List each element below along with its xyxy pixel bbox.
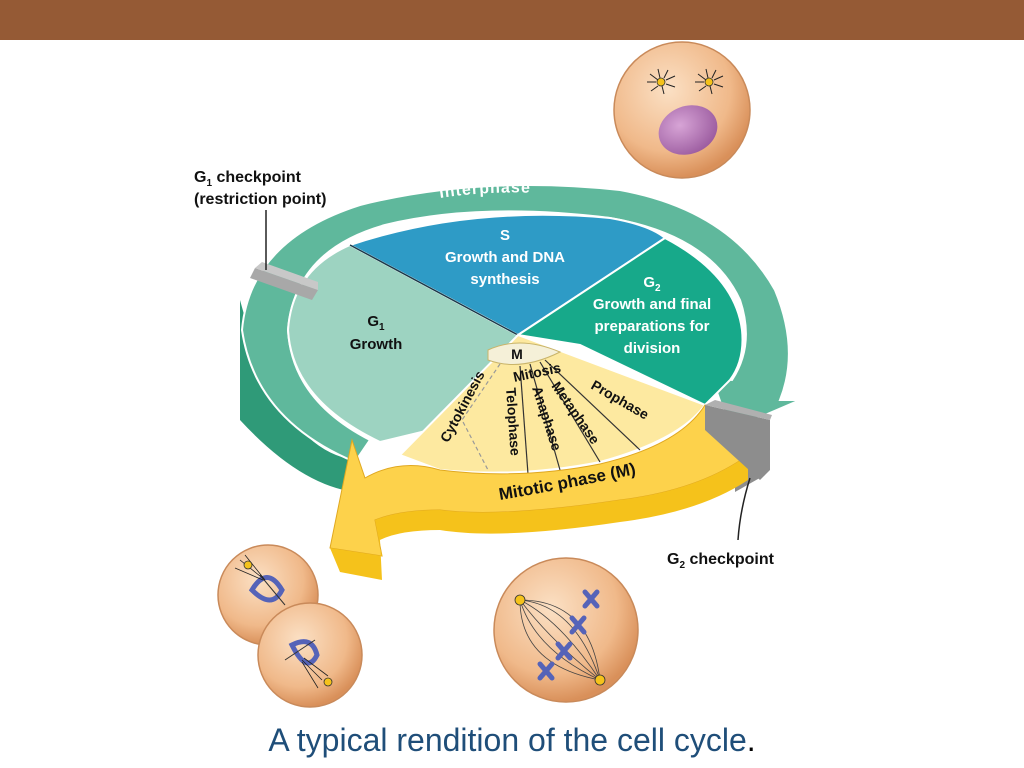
s-title: S — [500, 227, 510, 244]
g1-checkpoint-marker — [250, 210, 318, 300]
mitosis-cap — [487, 342, 562, 365]
g2-checkpoint-sub: 2 — [679, 560, 685, 571]
s-line2: synthesis — [470, 271, 539, 288]
g2-checkpoint-label: G2 checkpoint — [667, 551, 775, 571]
g2-line2: preparations for — [594, 318, 709, 335]
fan-divider — [544, 359, 641, 451]
m-title: M — [511, 346, 523, 362]
s-line1: Growth and DNA — [445, 249, 565, 266]
g1-title-sub: 1 — [379, 322, 385, 333]
s-sector — [347, 213, 667, 337]
g2-checkpoint-prefix: G — [667, 551, 679, 568]
g2-title-letter: G — [643, 274, 655, 291]
g2-checkpoint-text: checkpoint — [685, 551, 775, 568]
g1-title: G1 — [367, 313, 385, 333]
interphase-cell-illustration — [613, 41, 751, 179]
cytokinesis-cells-illustration — [217, 544, 363, 708]
g2-title: G2 — [643, 274, 661, 294]
fan-divider — [539, 361, 601, 463]
telophase-label: Telophase — [503, 387, 524, 456]
metaphase-cell-illustration — [493, 557, 639, 703]
g1-line1: Growth — [350, 336, 403, 353]
g1-checkpoint-text: checkpoint — [212, 169, 302, 186]
slide-caption-text: A typical rendition of the cell cycle — [268, 722, 747, 758]
header-bar — [0, 0, 1024, 40]
mitotic-phase-arrow-side — [330, 455, 748, 580]
g1-checkpoint-sub: 1 — [206, 178, 212, 189]
fan-divider — [529, 363, 561, 471]
fan-divider — [519, 365, 529, 475]
g2-line3: division — [624, 340, 681, 357]
g2-title-sub: 2 — [655, 283, 661, 294]
interphase-label-text: Interphase — [438, 179, 530, 202]
interphase-ring-side — [240, 300, 355, 492]
g2-sector — [515, 236, 744, 407]
slide-caption-period: . — [746, 722, 756, 758]
cytokinesis-divider — [461, 363, 501, 471]
g2-line1: Growth and final — [593, 296, 711, 313]
g1-checkpoint-label: G1 checkpoint — [194, 169, 302, 189]
interphase-label: Interphase — [438, 179, 531, 202]
g1-s-divider — [349, 244, 519, 336]
g1-title-letter: G — [367, 313, 379, 330]
g1-checkpoint-line2: (restriction point) — [194, 191, 326, 208]
slide-caption: A typical rendition of the cell cycle. — [0, 718, 1024, 762]
g2-checkpoint-marker — [705, 400, 772, 541]
interphase-ring — [240, 184, 801, 464]
g1-checkpoint-prefix: G — [194, 169, 206, 186]
